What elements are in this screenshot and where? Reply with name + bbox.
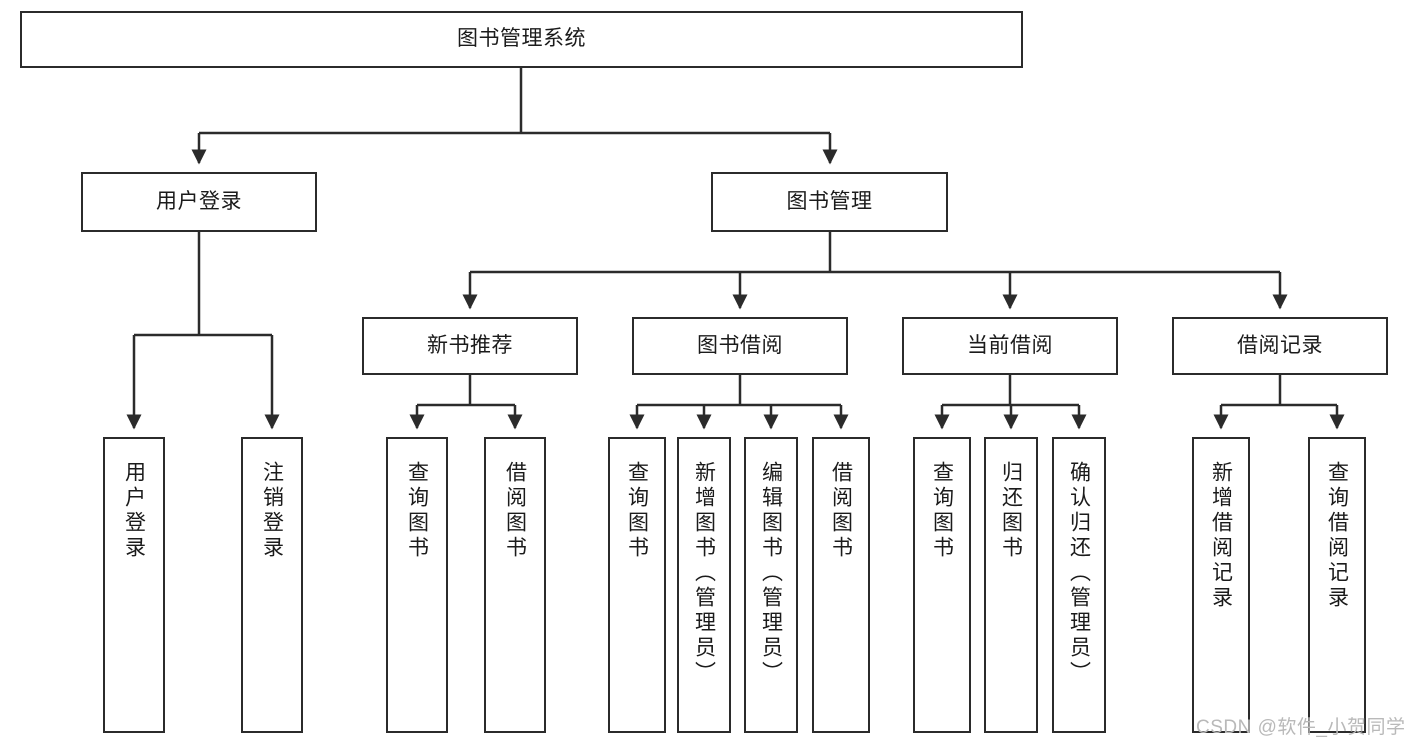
node-new-book-rec-label: 新书推荐	[427, 333, 513, 357]
node-leaf-query-book-3[interactable]: 查询图书	[913, 437, 971, 733]
node-leaf-logout-label: 注销登录	[260, 461, 284, 561]
node-new-book-rec[interactable]: 新书推荐	[362, 317, 578, 375]
node-leaf-add-record-label: 新增借阅记录	[1209, 461, 1233, 611]
node-leaf-query-book-1[interactable]: 查询图书	[386, 437, 448, 733]
node-leaf-query-book-2[interactable]: 查询图书	[608, 437, 666, 733]
node-current-borrow[interactable]: 当前借阅	[902, 317, 1118, 375]
node-leaf-query-record-label: 查询借阅记录	[1325, 461, 1349, 611]
node-leaf-return-book[interactable]: 归还图书	[984, 437, 1038, 733]
node-leaf-user-login[interactable]: 用户登录	[103, 437, 165, 733]
node-leaf-query-book-3-label: 查询图书	[930, 461, 954, 561]
node-current-borrow-label: 当前借阅	[967, 333, 1053, 357]
node-user-login[interactable]: 用户登录	[81, 172, 317, 232]
node-leaf-confirm-return[interactable]: 确认归还（管理员）	[1052, 437, 1106, 733]
node-leaf-edit-book-label: 编辑图书（管理员）	[759, 461, 783, 686]
csdn-watermark: CSDN @软件_小贺同学	[1196, 717, 1405, 738]
node-leaf-borrow-book-2-label: 借阅图书	[829, 461, 853, 561]
node-user-login-label: 用户登录	[156, 189, 242, 213]
node-leaf-logout[interactable]: 注销登录	[241, 437, 303, 733]
node-root[interactable]: 图书管理系统	[20, 11, 1023, 68]
node-leaf-borrow-book-1-label: 借阅图书	[503, 461, 527, 561]
node-book-borrow-label: 图书借阅	[697, 333, 783, 357]
node-leaf-query-book-2-label: 查询图书	[625, 461, 649, 561]
node-leaf-borrow-book-1[interactable]: 借阅图书	[484, 437, 546, 733]
node-leaf-add-book-label: 新增图书（管理员）	[692, 461, 716, 686]
node-borrow-record-label: 借阅记录	[1237, 333, 1323, 357]
node-leaf-user-login-label: 用户登录	[122, 461, 146, 561]
node-leaf-add-book[interactable]: 新增图书（管理员）	[677, 437, 731, 733]
node-root-label: 图书管理系统	[457, 27, 586, 51]
node-leaf-borrow-book-2[interactable]: 借阅图书	[812, 437, 870, 733]
node-leaf-return-book-label: 归还图书	[999, 461, 1023, 561]
node-book-manage[interactable]: 图书管理	[711, 172, 948, 232]
node-borrow-record[interactable]: 借阅记录	[1172, 317, 1388, 375]
node-book-borrow[interactable]: 图书借阅	[632, 317, 848, 375]
node-leaf-query-book-1-label: 查询图书	[405, 461, 429, 561]
node-leaf-confirm-return-label: 确认归还（管理员）	[1067, 461, 1091, 686]
node-leaf-query-record[interactable]: 查询借阅记录	[1308, 437, 1366, 733]
node-leaf-edit-book[interactable]: 编辑图书（管理员）	[744, 437, 798, 733]
node-book-manage-label: 图书管理	[786, 189, 873, 213]
node-leaf-add-record[interactable]: 新增借阅记录	[1192, 437, 1250, 733]
